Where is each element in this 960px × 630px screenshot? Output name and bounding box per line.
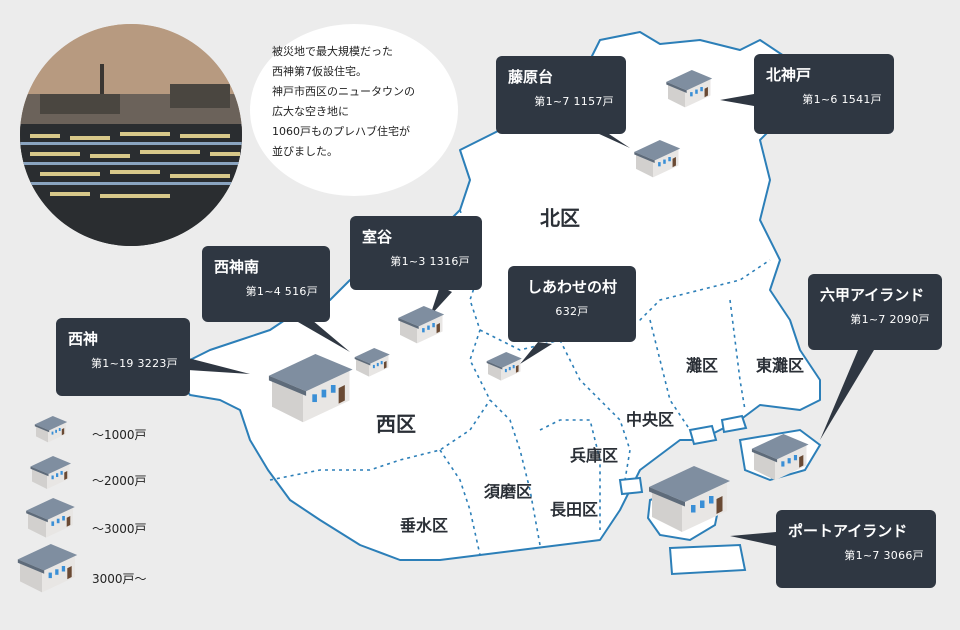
callout-seishinminami-detail: 第1~4 516戸 <box>245 285 318 298</box>
harbor-pier-2 <box>720 414 748 434</box>
temporary-housing-photo <box>20 24 242 246</box>
ward-label-higashinada: 東灘区 <box>756 356 805 375</box>
house-icon-hokushinkobe <box>666 70 713 108</box>
house-icon-seishin <box>268 354 353 423</box>
pointer-muroya <box>430 286 452 316</box>
pointer-port-island <box>730 532 776 546</box>
intro-bubble <box>250 24 458 196</box>
callout-fujiwaradai-detail: 第1~7 1157戸 <box>534 95 614 108</box>
ward-label-hyogo: 兵庫区 <box>570 446 619 465</box>
ward-label-nishi: 西区 <box>376 412 416 436</box>
harbor-pier-3 <box>618 476 644 496</box>
callout-muroya-name: 室谷 <box>362 228 393 246</box>
boundary-hyogo-chuo <box>559 339 631 481</box>
house-icon-rokko-island <box>751 434 809 481</box>
ward-label-kita: 北区 <box>540 206 580 230</box>
callout-muroya: 室谷 第1~3 1316戸 <box>350 216 482 290</box>
callout-hokushinkobe-name: 北神戸 <box>766 66 812 84</box>
callout-seishin-detail: 第1~19 3223戸 <box>90 357 178 370</box>
house-icon-shiawasenomura <box>486 352 522 381</box>
pointer-seishin <box>188 358 250 374</box>
callout-port-island-name: ポートアイランド <box>788 522 908 540</box>
boundary-nagata-hyogo <box>539 419 601 530</box>
ward-label-nada: 灘区 <box>686 356 719 375</box>
callout-port-island: ポートアイランド 第1~7 3066戸 <box>776 510 936 588</box>
callout-shiawasenomura-detail: 632戸 <box>555 305 589 318</box>
callout-rokko-island: 六甲アイランド 第1~7 2090戸 <box>808 274 942 350</box>
harbor-pier-1 <box>688 424 718 446</box>
boundary-chuo-nada <box>649 319 691 431</box>
ward-label-tarumi: 垂水区 <box>400 516 449 535</box>
callout-muroya-detail: 第1~3 1316戸 <box>390 255 470 268</box>
pointer-rokko-island <box>820 350 874 440</box>
pointer-seishinminami <box>298 320 350 352</box>
pointer-shiawasenomura <box>520 342 552 364</box>
intro-text: 被災地で最大規模だった 西神第7仮設住宅。 神戸市西区のニュータウンの 広大な空… <box>272 45 415 158</box>
house-icon-fujiwaradai <box>634 140 681 178</box>
boundary-suma-nagata <box>489 399 541 546</box>
house-icon-seishinminami <box>354 348 390 377</box>
boundary-nishi-tarumi <box>269 399 491 481</box>
callout-fujiwaradai-name: 藤原台 <box>508 68 554 86</box>
legend-label-over-3000: 3000戸～ <box>92 572 147 586</box>
callout-fujiwaradai: 藤原台 第1~7 1157戸 <box>496 56 626 134</box>
ward-label-nagata: 長田区 <box>550 500 599 519</box>
callout-seishinminami-name: 西神南 <box>214 258 260 276</box>
callout-shiawasenomura: しあわせの村 632戸 <box>508 266 636 342</box>
callout-rokko-island-detail: 第1~7 2090戸 <box>850 313 930 326</box>
callout-seishin: 西神 第1~19 3223戸 <box>56 318 190 396</box>
callout-rokko-island-name: 六甲アイランド <box>820 286 925 304</box>
callout-hokushinkobe: 北神戸 第1~6 1541戸 <box>754 54 894 134</box>
ward-label-suma: 須磨区 <box>484 482 533 501</box>
legend-label-2000: ～2000戸 <box>92 474 147 488</box>
port-island-south <box>668 543 747 576</box>
house-icon-port-island <box>649 466 730 532</box>
legend-label-1000: ～1000戸 <box>92 428 147 442</box>
callout-seishinminami: 西神南 第1~4 516戸 <box>202 246 330 322</box>
pointer-hokushinkobe <box>720 94 754 106</box>
callout-hokushinkobe-detail: 第1~6 1541戸 <box>802 93 882 106</box>
boundary-tarumi-suma <box>439 449 481 556</box>
callout-shiawasenomura-name: しあわせの村 <box>526 278 617 296</box>
callout-port-island-detail: 第1~7 3066戸 <box>844 549 924 562</box>
boundary-kita-east <box>479 259 771 351</box>
ward-label-chuo: 中央区 <box>626 410 675 429</box>
callout-seishin-name: 西神 <box>68 330 99 348</box>
house-icon-muroya <box>398 306 445 344</box>
legend-label-3000: ～3000戸 <box>92 522 147 536</box>
photo-illustration <box>20 24 242 246</box>
